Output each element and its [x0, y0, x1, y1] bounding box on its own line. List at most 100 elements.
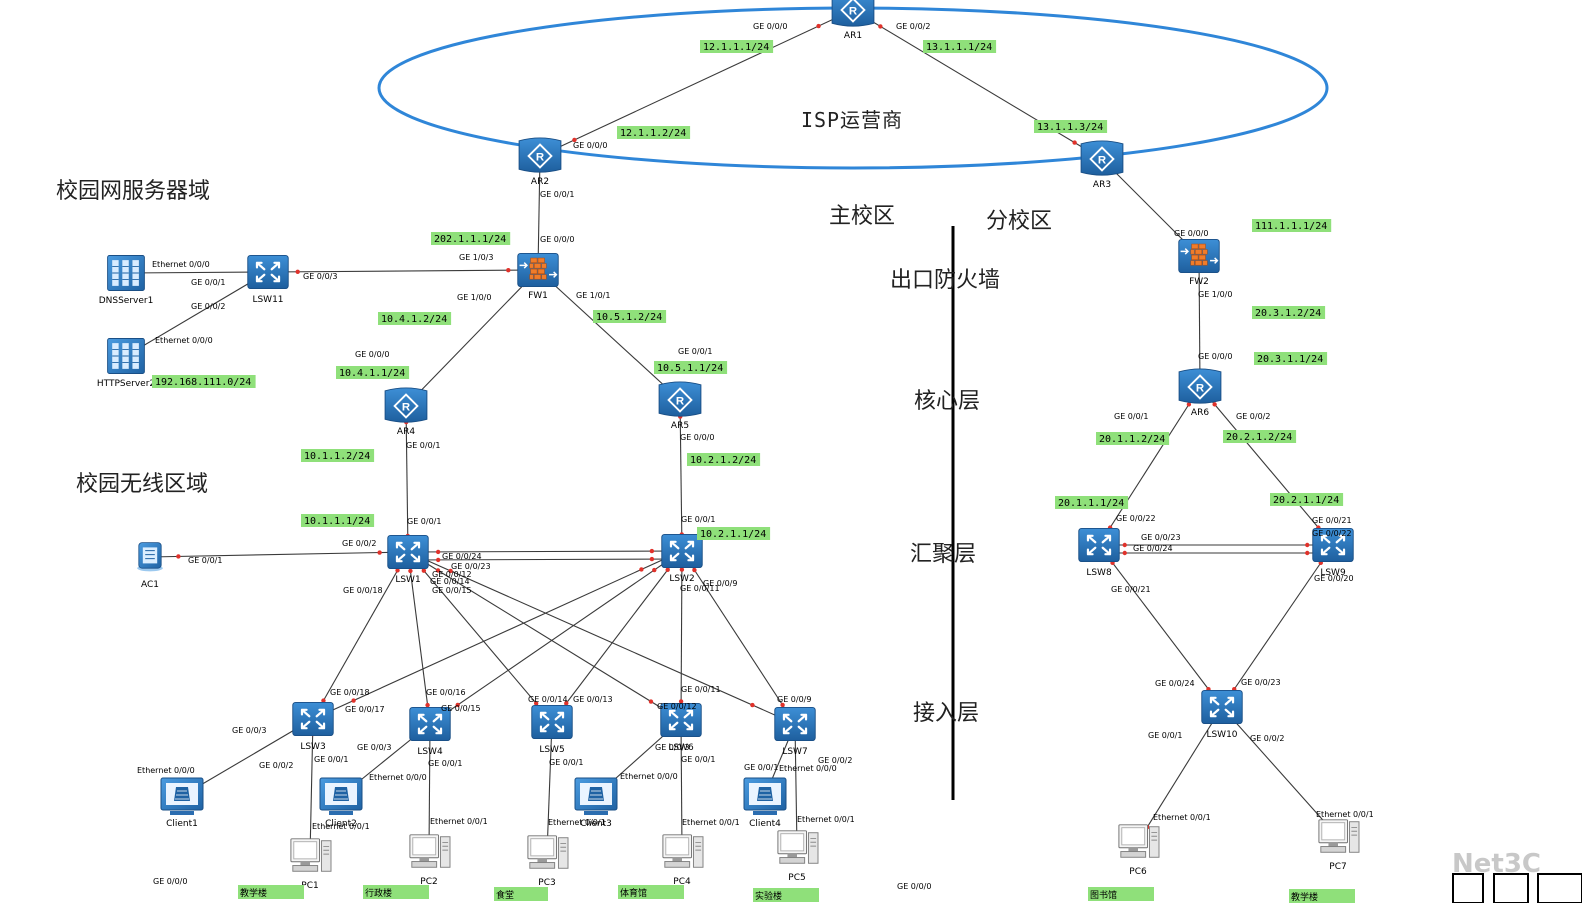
- link-port-dot: [572, 137, 577, 143]
- device-lsw11[interactable]: LSW11: [246, 254, 290, 305]
- device-ar2[interactable]: AR2: [518, 137, 562, 187]
- device-pc6[interactable]: PC6: [1118, 824, 1160, 877]
- link-ar5-lsw2[interactable]: [679, 399, 683, 552]
- link-lsw2-lsw3[interactable]: [312, 550, 683, 720]
- link-lsw1-lsw7[interactable]: [407, 551, 796, 725]
- device-ar6[interactable]: AR6: [1178, 368, 1222, 418]
- link-lsw2-lsw5[interactable]: [551, 550, 683, 723]
- ip-label: 20.3.1.2/24: [1252, 306, 1326, 319]
- link-fw1-lsw11[interactable]: [267, 269, 539, 273]
- link-lsw1-lsw2[interactable]: [407, 550, 683, 553]
- device-pc4[interactable]: PC4: [662, 834, 704, 887]
- device-client3[interactable]: Client3: [574, 777, 618, 829]
- link-ar1-ar3[interactable]: [852, 9, 1103, 160]
- device-lsw10[interactable]: LSW10: [1200, 689, 1244, 740]
- link-lsw4-pc2[interactable]: [428, 723, 431, 853]
- device-lsw7[interactable]: LSW7: [773, 706, 817, 757]
- ip-label-text: 10.5.1.1/24: [657, 363, 723, 374]
- link-ar2-fw1[interactable]: [537, 155, 541, 271]
- device-ar3[interactable]: AR3: [1080, 140, 1124, 190]
- device-label: DNSServer1: [99, 296, 154, 306]
- link-lsw1-lsw3[interactable]: [312, 551, 409, 720]
- device-dns[interactable]: DNSServer1: [99, 255, 154, 306]
- ip-label-bg: [1223, 430, 1297, 443]
- device-ar5[interactable]: AR5: [658, 381, 702, 431]
- ip-label-text: 20.3.1.1/24: [1257, 354, 1323, 365]
- device-lsw2[interactable]: LSW2: [660, 533, 704, 584]
- link-lsw10-pc6[interactable]: [1137, 706, 1223, 843]
- device-lsw5[interactable]: LSW5: [530, 704, 574, 755]
- link-port-dot: [435, 557, 441, 563]
- link-lsw11-http[interactable]: [125, 271, 269, 357]
- link-ar6-lsw9[interactable]: [1199, 386, 1334, 546]
- device-ar4[interactable]: AR4: [384, 387, 428, 437]
- device-client4[interactable]: Client4: [743, 777, 787, 829]
- port-label: GE 0/0/2: [259, 761, 293, 770]
- link-port-dot: [395, 568, 400, 573]
- device-client1[interactable]: Client1: [160, 777, 204, 829]
- device-ar1[interactable]: AR1: [831, 0, 875, 41]
- port-label: Ethernet 0/0/1: [1316, 810, 1374, 819]
- device-client2[interactable]: Client2: [319, 777, 363, 829]
- port-label: Ethernet 0/0/1: [312, 822, 370, 831]
- device-lsw8[interactable]: LSW8: [1077, 527, 1121, 578]
- link-ar4-lsw1[interactable]: [405, 405, 409, 553]
- device-ac1[interactable]: AC1: [136, 541, 164, 590]
- device-fw2[interactable]: FW2: [1177, 238, 1221, 287]
- ime-toolbar-box-2[interactable]: [1493, 873, 1529, 903]
- link-lsw8-lsw10[interactable]: [1098, 544, 1223, 708]
- link-lsw5-pc3[interactable]: [546, 721, 553, 854]
- ip-label-bg: [617, 126, 691, 139]
- switch-icon: [246, 254, 290, 290]
- ime-toolbar[interactable]: [1452, 873, 1582, 903]
- link-fw1-ar4[interactable]: [405, 269, 539, 407]
- link-lsw2-lsw4[interactable]: [429, 550, 683, 725]
- ip-label: 10.5.1.1/24: [654, 361, 728, 374]
- link-lsw7-pc5[interactable]: [794, 723, 798, 849]
- ime-toolbar-box-1[interactable]: [1452, 873, 1484, 903]
- link-lsw10-pc7[interactable]: [1221, 706, 1339, 838]
- device-http[interactable]: HTTPServer2: [97, 338, 155, 389]
- port-label: GE 0/0/2: [1250, 734, 1284, 743]
- link-lsw6-pc4[interactable]: [680, 719, 683, 853]
- port-label: GE 0/0/1: [1114, 412, 1148, 421]
- device-pc5[interactable]: PC5: [777, 830, 819, 883]
- link-ar6-lsw8[interactable]: [1098, 386, 1201, 546]
- device-pc7[interactable]: PC7: [1318, 819, 1360, 872]
- link-lsw3-pc1[interactable]: [309, 718, 314, 857]
- ip-label: 10.1.1.1/24: [301, 514, 375, 527]
- link-lsw1-ac1[interactable]: [149, 551, 409, 558]
- pc-icon: [527, 835, 569, 869]
- port-label: GE 1/0/0: [1198, 290, 1232, 299]
- device-lsw4[interactable]: LSW4: [408, 706, 452, 757]
- link-lsw1-lsw4[interactable]: [407, 551, 431, 725]
- link-port-dot: [649, 556, 655, 562]
- device-lsw1[interactable]: LSW1: [386, 534, 430, 585]
- device-lsw6[interactable]: LSW6: [659, 702, 703, 753]
- link-lsw2-lsw7[interactable]: [681, 550, 796, 725]
- link-fw2-ar6[interactable]: [1198, 255, 1201, 388]
- link-lsw1-lsw5[interactable]: [407, 551, 553, 723]
- port-label: GE 0/0/24: [1133, 544, 1173, 553]
- pc-icon: [290, 838, 332, 872]
- device-pc3[interactable]: PC3: [527, 835, 569, 888]
- device-label: AR2: [531, 177, 549, 187]
- device-pc1[interactable]: PC1: [290, 838, 332, 891]
- link-lsw1-lsw2[interactable]: [408, 558, 683, 561]
- port-label: GE 0/0/9: [777, 695, 811, 704]
- link-lsw3-client1[interactable]: [181, 718, 314, 797]
- device-lsw3[interactable]: LSW3: [291, 701, 335, 752]
- device-lsw9[interactable]: LSW9: [1311, 527, 1355, 578]
- ip-label: 20.1.1.1/24: [1055, 496, 1129, 509]
- link-lsw9-lsw10[interactable]: [1221, 544, 1334, 708]
- link-port-dot: [652, 567, 657, 573]
- link-lsw2-lsw6[interactable]: [680, 550, 683, 721]
- port-label: GE 0/0/18: [343, 586, 383, 595]
- link-lsw1-lsw6[interactable]: [407, 551, 682, 721]
- device-fw1[interactable]: FW1: [516, 252, 560, 301]
- device-pc2[interactable]: PC2: [409, 834, 451, 887]
- link-fw1-ar5[interactable]: [537, 269, 681, 401]
- link-ar1-ar2[interactable]: [539, 9, 854, 157]
- ime-toolbar-box-3[interactable]: [1537, 873, 1582, 903]
- link-lsw11-dns[interactable]: [125, 271, 269, 274]
